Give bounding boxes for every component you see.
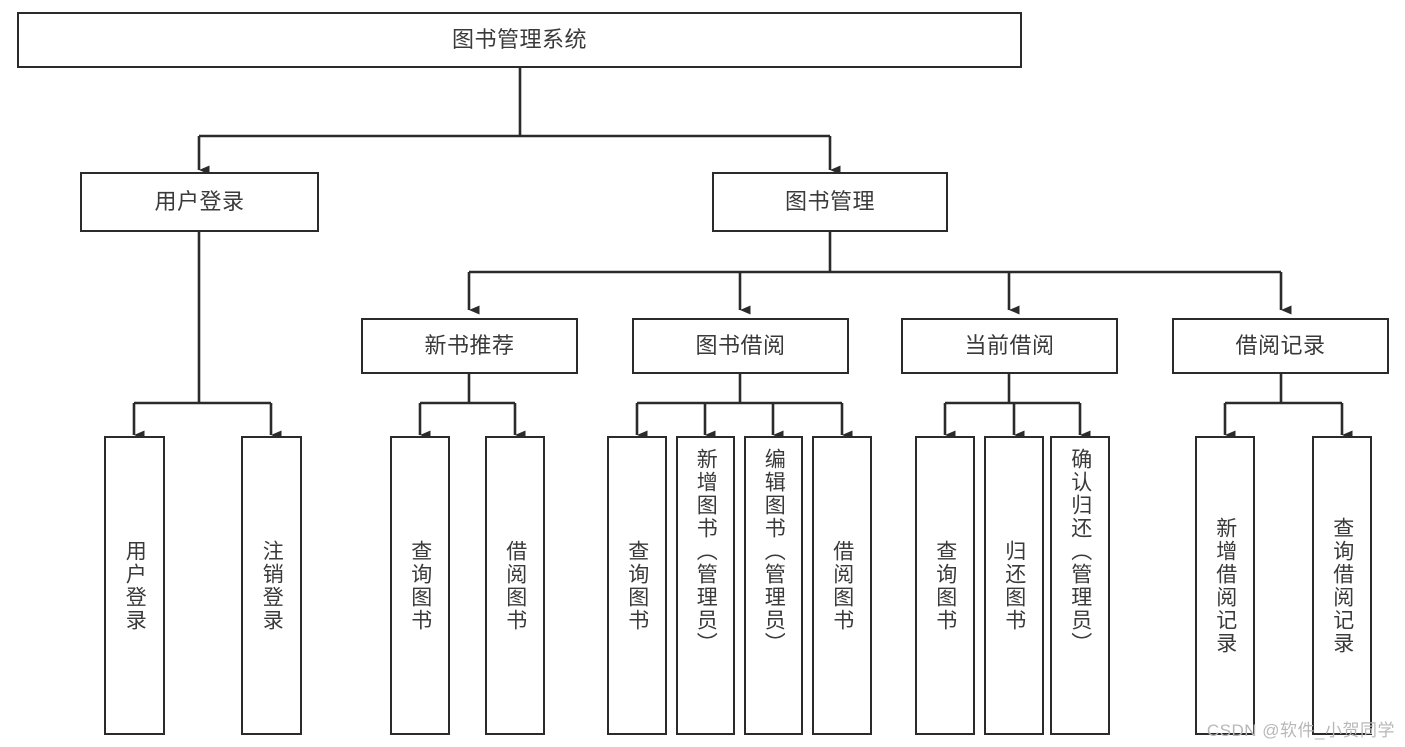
node-user-login[interactable]: 用户登录 (80, 172, 319, 232)
node-label: 借阅图书 (830, 539, 854, 632)
node-root-book-management-system[interactable]: 图书管理系统 (17, 12, 1022, 68)
leaf-query-book-borrow[interactable]: 查询图书 (607, 436, 667, 735)
node-label: 新增图书（管理员） (694, 448, 718, 655)
node-label: 新增借阅记录 (1213, 516, 1237, 655)
node-label: 查询借阅记录 (1330, 516, 1354, 655)
node-borrow-record[interactable]: 借阅记录 (1172, 318, 1389, 374)
node-book-borrow[interactable]: 图书借阅 (632, 318, 849, 374)
node-book-management[interactable]: 图书管理 (712, 172, 948, 232)
node-label: 借阅图书 (503, 539, 527, 632)
node-label: 查询图书 (625, 539, 649, 632)
leaf-add-book-admin[interactable]: 新增图书（管理员） (676, 436, 735, 735)
node-label: 用户登录 (154, 188, 245, 214)
leaf-query-book-recommend[interactable]: 查询图书 (390, 436, 450, 735)
node-label: 归还图书 (1002, 539, 1026, 632)
node-label: 用户登录 (123, 539, 147, 632)
node-new-book-recommend[interactable]: 新书推荐 (361, 318, 578, 374)
leaf-add-borrow-record[interactable]: 新增借阅记录 (1195, 436, 1255, 735)
leaf-edit-book-admin[interactable]: 编辑图书（管理员） (744, 436, 803, 735)
leaf-return-book[interactable]: 归还图书 (984, 436, 1044, 735)
node-label: 编辑图书（管理员） (762, 448, 786, 655)
node-label: 图书管理系统 (451, 26, 587, 52)
node-label: 新书推荐 (424, 332, 515, 358)
node-label: 确认归还（管理员） (1068, 448, 1092, 655)
node-label: 查询图书 (408, 539, 432, 632)
node-label: 当前借阅 (964, 332, 1055, 358)
node-label: 借阅记录 (1235, 332, 1326, 358)
node-label: 注销登录 (260, 539, 284, 632)
leaf-confirm-return-admin[interactable]: 确认归还（管理员） (1050, 436, 1110, 735)
leaf-user-login[interactable]: 用户登录 (104, 436, 165, 735)
node-label: 图书借阅 (695, 332, 786, 358)
leaf-query-borrow-record[interactable]: 查询借阅记录 (1312, 436, 1372, 735)
leaf-logout-login[interactable]: 注销登录 (241, 436, 302, 735)
leaf-borrow-book-recommend[interactable]: 借阅图书 (485, 436, 545, 735)
leaf-borrow-book[interactable]: 借阅图书 (812, 436, 872, 735)
node-label: 图书管理 (784, 188, 875, 214)
leaf-query-book-current[interactable]: 查询图书 (915, 436, 975, 735)
node-label: 查询图书 (933, 539, 957, 632)
node-current-borrow[interactable]: 当前借阅 (901, 318, 1118, 374)
